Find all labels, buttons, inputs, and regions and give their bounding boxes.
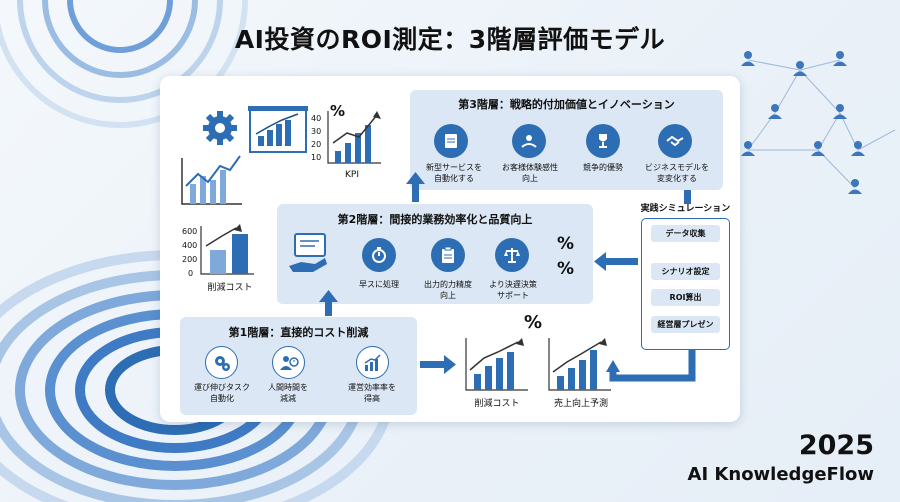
kpi-percent-symbol: % [330,102,346,120]
arrow-right [420,361,444,368]
concentric-rings-top [0,0,248,128]
level2-item-icon [431,238,465,272]
kpi-tick-4: 10 [311,153,321,162]
sales-bar [557,376,564,390]
kpi-tick-2: 30 [311,127,321,136]
simulation-step: シナリオ設定 [651,263,720,280]
level1-item-icon [205,346,238,379]
level2-title: 第2階層：間接的業務効率化と品質向上 [337,213,533,226]
top-left-illustrations [181,106,308,205]
arrow-head [444,355,456,374]
sales-forecast-chart [548,338,611,391]
kpi-tick-3: 20 [311,140,321,149]
bottom-cost-bar [507,352,514,390]
person-clock-icon [279,355,299,370]
cost-bar [232,234,248,274]
arrow-head [319,290,338,302]
bottom-cost-label: 削減コスト [474,399,520,409]
cost-bar [210,250,226,274]
level1-item-label: 人間時間を 減減 [268,383,308,403]
gear-icon [203,111,237,145]
kpi-bar [345,143,351,163]
simulation-step: ROI算出 [651,289,720,306]
stopwatch-icon [372,247,386,263]
percent-symbol: % [557,234,575,254]
cost-tick-4: 0 [188,269,193,278]
gears-icon [214,355,230,371]
page-title: AI投資のROI測定：3階層評価モデル [234,25,666,54]
level3-title: 第3階層：戦略的付加価値とイノベーション [458,98,675,111]
presentation-board-icon [248,106,308,153]
customer-hand-icon [521,135,537,148]
level1-item-label: 運び伸びタスク 自動化 [194,383,250,403]
scale-icon [504,248,520,263]
kpi-chart: 40 30 20 10 [311,111,381,164]
level3-item-label: 競争的優勢 [583,163,623,172]
level3-item-icon [586,124,620,158]
level2-item-label: より決遅決策 サポート [489,280,537,300]
level3-item-icon [512,124,546,158]
bottom-cost-bar [474,374,481,390]
arrow-up [412,180,419,202]
bottom-cost-chart [465,338,528,391]
kpi-bar [365,125,371,163]
simulation-step: データ収集 [651,225,720,242]
sales-bar [590,350,597,390]
bottom-percent-symbol: % [524,312,543,333]
sales-bar [568,368,575,390]
level1-item-icon [272,346,305,379]
simulation-title: 実践シミュレーション [640,204,731,214]
percent-symbol: % [557,259,575,279]
level3-item-label: ビジネスモデルを 変変化する [645,163,709,183]
footer-year: 2025 [798,430,874,461]
footer-brand: AI KnowledgeFlow [687,464,874,485]
bottom-cost-bar [485,366,492,390]
level1-item-label: 運営効率率を 得高 [348,383,396,403]
loop-arrow [609,348,696,382]
arrow-up [325,300,332,316]
bottom-cost-bar [496,358,503,390]
cost-tick-3: 200 [182,255,197,264]
cost-tick-1: 600 [182,227,197,236]
trophy-icon [599,134,607,148]
handshake-icon [666,135,684,147]
growth-chart-icon [364,353,381,371]
line-chart-icon [181,155,242,205]
level2-item-label: 早スに処理 [359,280,399,289]
level2-item-icon [362,238,396,272]
arrow-down [684,190,691,204]
arrow-head [606,360,620,372]
arrow-head [594,252,606,271]
cost-tick-2: 400 [182,241,197,250]
level1-title: 第1階層：直接的コスト削減 [228,326,369,339]
level2-item-label: 出力的力精度 向上 [424,280,472,300]
sales-bar [579,360,586,390]
kpi-tick-1: 40 [311,114,321,123]
kpi-bar [335,151,341,163]
level2-item-icon [495,238,529,272]
cost-chart: 600 400 200 0 [182,224,254,278]
clipboard-icon [442,246,454,263]
arrow-left [604,258,638,265]
simulation-step: 経営層プレゼン [651,316,720,333]
sales-forecast-label: 売上向上予測 [553,399,608,409]
cost-chart-label: 削減コスト [207,283,253,293]
document-icon [445,134,457,148]
digital-hand-icon [289,233,327,272]
level1-item-icon [356,346,389,379]
arrow-head [406,172,425,184]
level3-item-label: お客様体験感性 向上 [502,163,558,183]
kpi-bar [355,133,361,163]
kpi-label: KPI [345,170,359,180]
level3-item-icon [658,124,692,158]
level3-item-icon [434,124,468,158]
level3-item-label: 新型サービスを 自動化する [426,163,482,183]
network-person-icons [741,51,865,194]
simulation-box: データ収集 シナリオ設定 ROI算出 経営層プレゼン [641,218,730,350]
